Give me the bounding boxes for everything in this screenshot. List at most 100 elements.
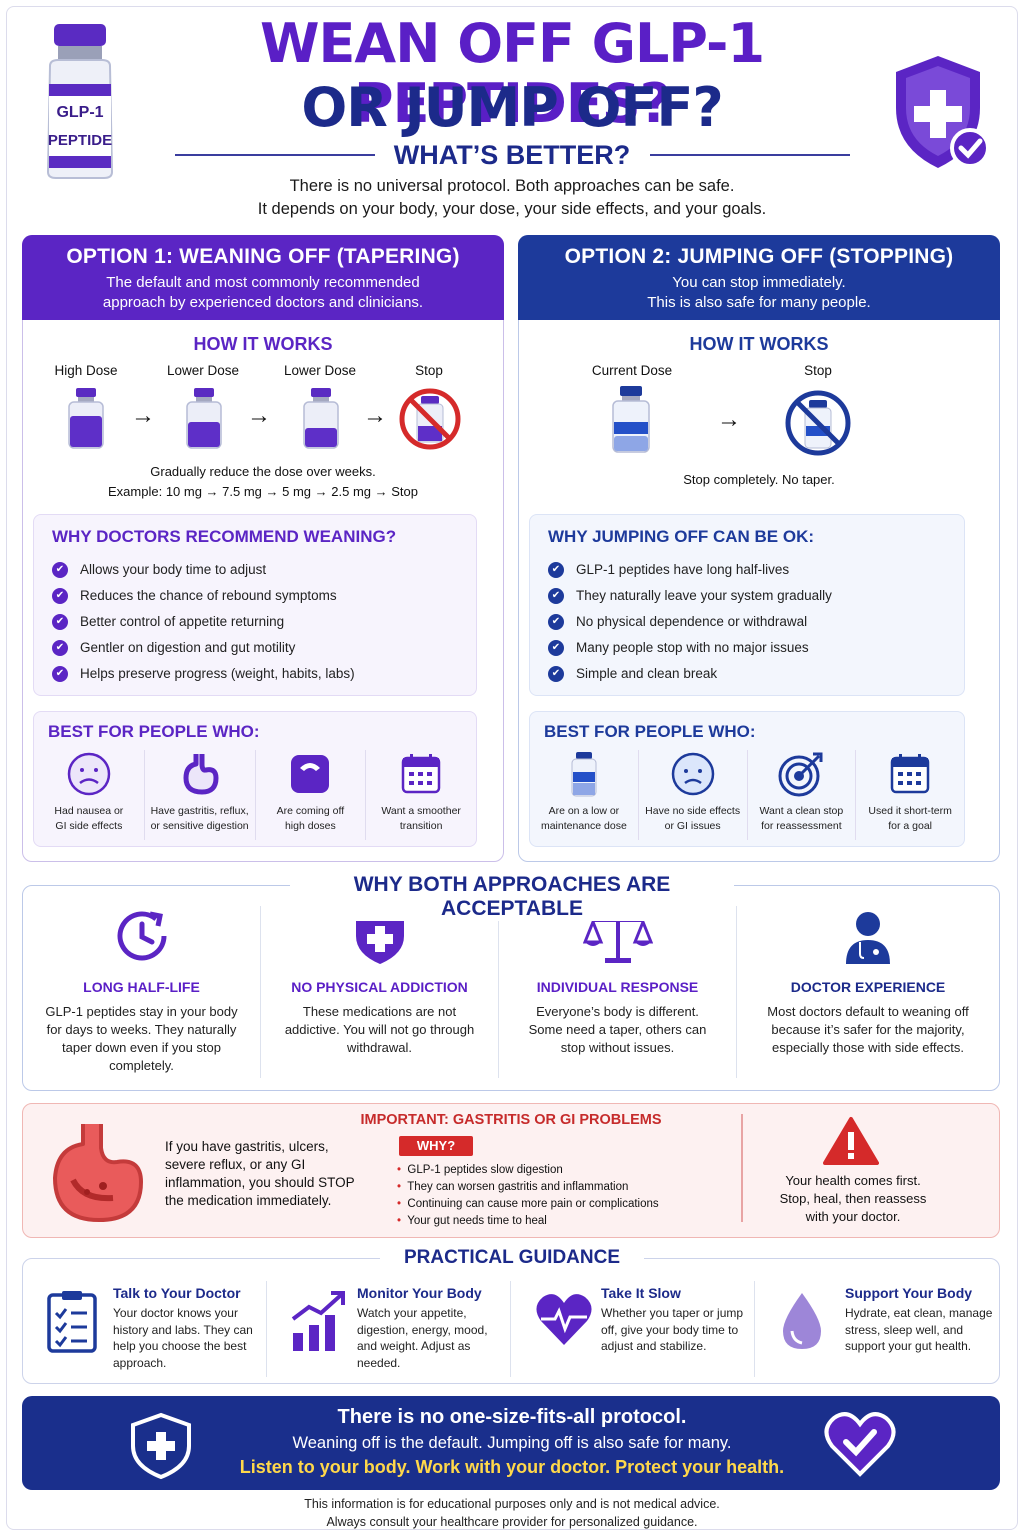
practical-guidance-section: Talk to Your Doctor Your doctor knows yo… xyxy=(22,1258,1000,1384)
option1-why-box: WHY DOCTORS RECOMMEND WEANING? ✔Allows y… xyxy=(33,514,477,696)
target-icon xyxy=(778,752,823,797)
option2-step-2: Stop xyxy=(804,363,832,378)
option2-desc: Stop completely. No taper. xyxy=(683,472,835,487)
list-item: • GLP-1 peptides slow digestion xyxy=(397,1164,563,1176)
stomach-icon xyxy=(183,754,219,795)
option1-best-box: BEST FOR PEOPLE WHO: Had nausea or GI si… xyxy=(33,711,477,847)
option1-why-title: WHY DOCTORS RECOMMEND WEANING? xyxy=(52,527,397,546)
both-approaches-title: WHY BOTH APPROACHES ARE ACCEPTABLE xyxy=(290,873,734,921)
check-icon: ✔ xyxy=(548,614,564,630)
option1-desc-1: Gradually reduce the dose over weeks. xyxy=(150,464,376,479)
check-icon: ✔ xyxy=(548,562,564,578)
list-item: ✔Better control of appetite returning xyxy=(52,609,458,635)
option1-header: OPTION 1: WEANING OFF (TAPERING) The def… xyxy=(22,235,504,320)
option1-how-title: HOW IT WORKS xyxy=(193,334,333,354)
best-item: Have no side effects or GI issues xyxy=(639,750,748,840)
option1-step-2: Lower Dose xyxy=(166,363,240,378)
option1-step-1: High Dose xyxy=(54,363,118,378)
check-icon: ✔ xyxy=(548,666,564,682)
stop-prohibited-icon xyxy=(783,388,853,463)
best-item: Have gastritis, reflux, or sensitive dig… xyxy=(145,750,256,840)
heart-check-icon xyxy=(822,1408,898,1485)
option2-why-title: WHY JUMPING OFF CAN BE OK: xyxy=(548,527,815,546)
page-frame xyxy=(6,6,1018,1530)
banner-line-1: There is no one-size-fits-all protocol. xyxy=(337,1406,687,1428)
guidance-item: Talk to Your Doctor Your doctor knows yo… xyxy=(23,1281,267,1377)
option2-header: OPTION 2: JUMPING OFF (STOPPING) You can… xyxy=(518,235,1000,320)
option2-why-box: WHY JUMPING OFF CAN BE OK: ✔GLP-1 peptid… xyxy=(529,514,965,696)
gi-warning-section: IMPORTANT: GASTRITIS OR GI PROBLEMS If y… xyxy=(22,1103,1000,1238)
both-item: NO PHYSICAL ADDICTION These medications … xyxy=(261,906,499,1078)
nauseous-face-icon xyxy=(67,752,111,796)
intro-line-1: There is no universal protocol. Both app… xyxy=(289,177,735,195)
option2-title: OPTION 2: JUMPING OFF (STOPPING) xyxy=(564,245,954,268)
option1-title: OPTION 1: WEANING OFF (TAPERING) xyxy=(66,245,460,268)
guidance-item: Monitor Your Body Watch your appetite, d… xyxy=(267,1281,511,1377)
stop-prohibited-icon xyxy=(397,386,463,457)
best-item: Want a clean stop for reassessment xyxy=(748,750,857,840)
page-title-line2: OR JUMP OFF? xyxy=(301,76,723,139)
heartbeat-icon xyxy=(536,1294,592,1345)
clock-refresh-icon xyxy=(117,911,166,961)
option1-subtitle-1: The default and most commonly recommende… xyxy=(106,274,420,291)
list-item: • Your gut needs time to heal xyxy=(397,1215,547,1227)
gi-note: Your health comes first. Stop, heal, the… xyxy=(779,1173,927,1224)
option2-how-title: HOW IT WORKS xyxy=(689,334,829,354)
list-item: • Continuing can cause more pain or comp… xyxy=(397,1198,659,1210)
list-item: ✔Simple and clean break xyxy=(548,661,946,687)
vial-label-peptide: PEPTIDE xyxy=(47,132,113,149)
page-title-line1: WEAN OFF GLP-1 PEPTIDES? xyxy=(259,12,765,135)
check-icon: ✔ xyxy=(52,666,68,682)
option2-card: OPTION 2: JUMPING OFF (STOPPING) You can… xyxy=(518,235,1000,862)
list-item: ✔No physical dependence or withdrawal xyxy=(548,609,946,635)
guidance-item: Support Your Body Hydrate, eat clean, ma… xyxy=(755,1281,999,1377)
growth-chart-icon xyxy=(291,1291,345,1351)
shield-plus-icon xyxy=(890,52,994,174)
best-item: Want a smoother transition xyxy=(366,750,476,840)
option1-step-3: Lower Dose xyxy=(283,363,357,378)
step-arrow-1: → xyxy=(131,402,155,429)
option2-best-title: BEST FOR PEOPLE WHO: xyxy=(544,722,756,741)
intro-line-2: It depends on your body, your dose, your… xyxy=(257,200,767,218)
step-arrow-4: → xyxy=(717,406,741,433)
title-rule-right xyxy=(650,154,850,156)
water-drop-icon xyxy=(783,1293,821,1349)
option1-step-4: Stop xyxy=(415,363,443,378)
practical-guidance-title: PRACTICAL GUIDANCE xyxy=(380,1247,644,1269)
step-arrow-2: → xyxy=(247,402,271,429)
list-item: ✔GLP-1 peptides have long half-lives xyxy=(548,557,946,583)
clipboard-checklist-icon xyxy=(47,1291,97,1353)
gi-why-list: • GLP-1 peptides slow digestion • They c… xyxy=(397,1162,727,1230)
inflamed-stomach-icon xyxy=(43,1120,153,1235)
best-item: Had nausea or GI side effects xyxy=(34,750,145,840)
list-item: ✔They naturally leave your system gradua… xyxy=(548,583,946,609)
page-subtitle: WHAT’S BETTER? xyxy=(393,140,631,170)
calendar-icon xyxy=(890,754,930,794)
check-icon: ✔ xyxy=(52,614,68,630)
footer-disclaimer-1: This information is for educational purp… xyxy=(304,1497,720,1511)
vial-icon xyxy=(571,752,597,797)
best-item: Used it short-term for a goal xyxy=(856,750,964,840)
footer-disclaimer-2: Always consult your healthcare provider … xyxy=(326,1515,698,1529)
list-item: • They can worsen gastritis and inflamma… xyxy=(397,1181,629,1193)
option1-subtitle-2: approach by experienced doctors and clin… xyxy=(102,294,424,311)
option1-best-title: BEST FOR PEOPLE WHO: xyxy=(48,722,260,741)
vial-high-dose-icon xyxy=(67,388,105,455)
option1-desc-2: Example: 10 mg → 7.5 mg → 5 mg → 2.5 mg … xyxy=(108,484,418,499)
gi-title: IMPORTANT: GASTRITIS OR GI PROBLEMS xyxy=(360,1112,662,1128)
banner-line-2: Weaning off is the default. Jumping off … xyxy=(292,1434,732,1452)
vial-lower-dose-2-icon xyxy=(302,388,340,455)
both-item: LONG HALF-LIFE GLP-1 peptides stay in yo… xyxy=(23,906,261,1078)
list-item: ✔Gentler on digestion and gut motility xyxy=(52,635,458,661)
title-rule-left xyxy=(175,154,375,156)
vial-label-glp1: GLP-1 xyxy=(56,104,104,121)
check-icon: ✔ xyxy=(548,588,564,604)
check-icon: ✔ xyxy=(52,562,68,578)
warning-icon xyxy=(823,1116,879,1171)
option2-subtitle-2: This is also safe for many people. xyxy=(647,294,871,311)
check-icon: ✔ xyxy=(548,640,564,656)
banner-line-3: Listen to your body. Work with your doct… xyxy=(239,1457,785,1477)
both-item: INDIVIDUAL RESPONSE Everyone’s body is d… xyxy=(499,906,737,1078)
best-item: Are on a low or maintenance dose xyxy=(530,750,639,840)
gi-divider xyxy=(741,1114,743,1222)
